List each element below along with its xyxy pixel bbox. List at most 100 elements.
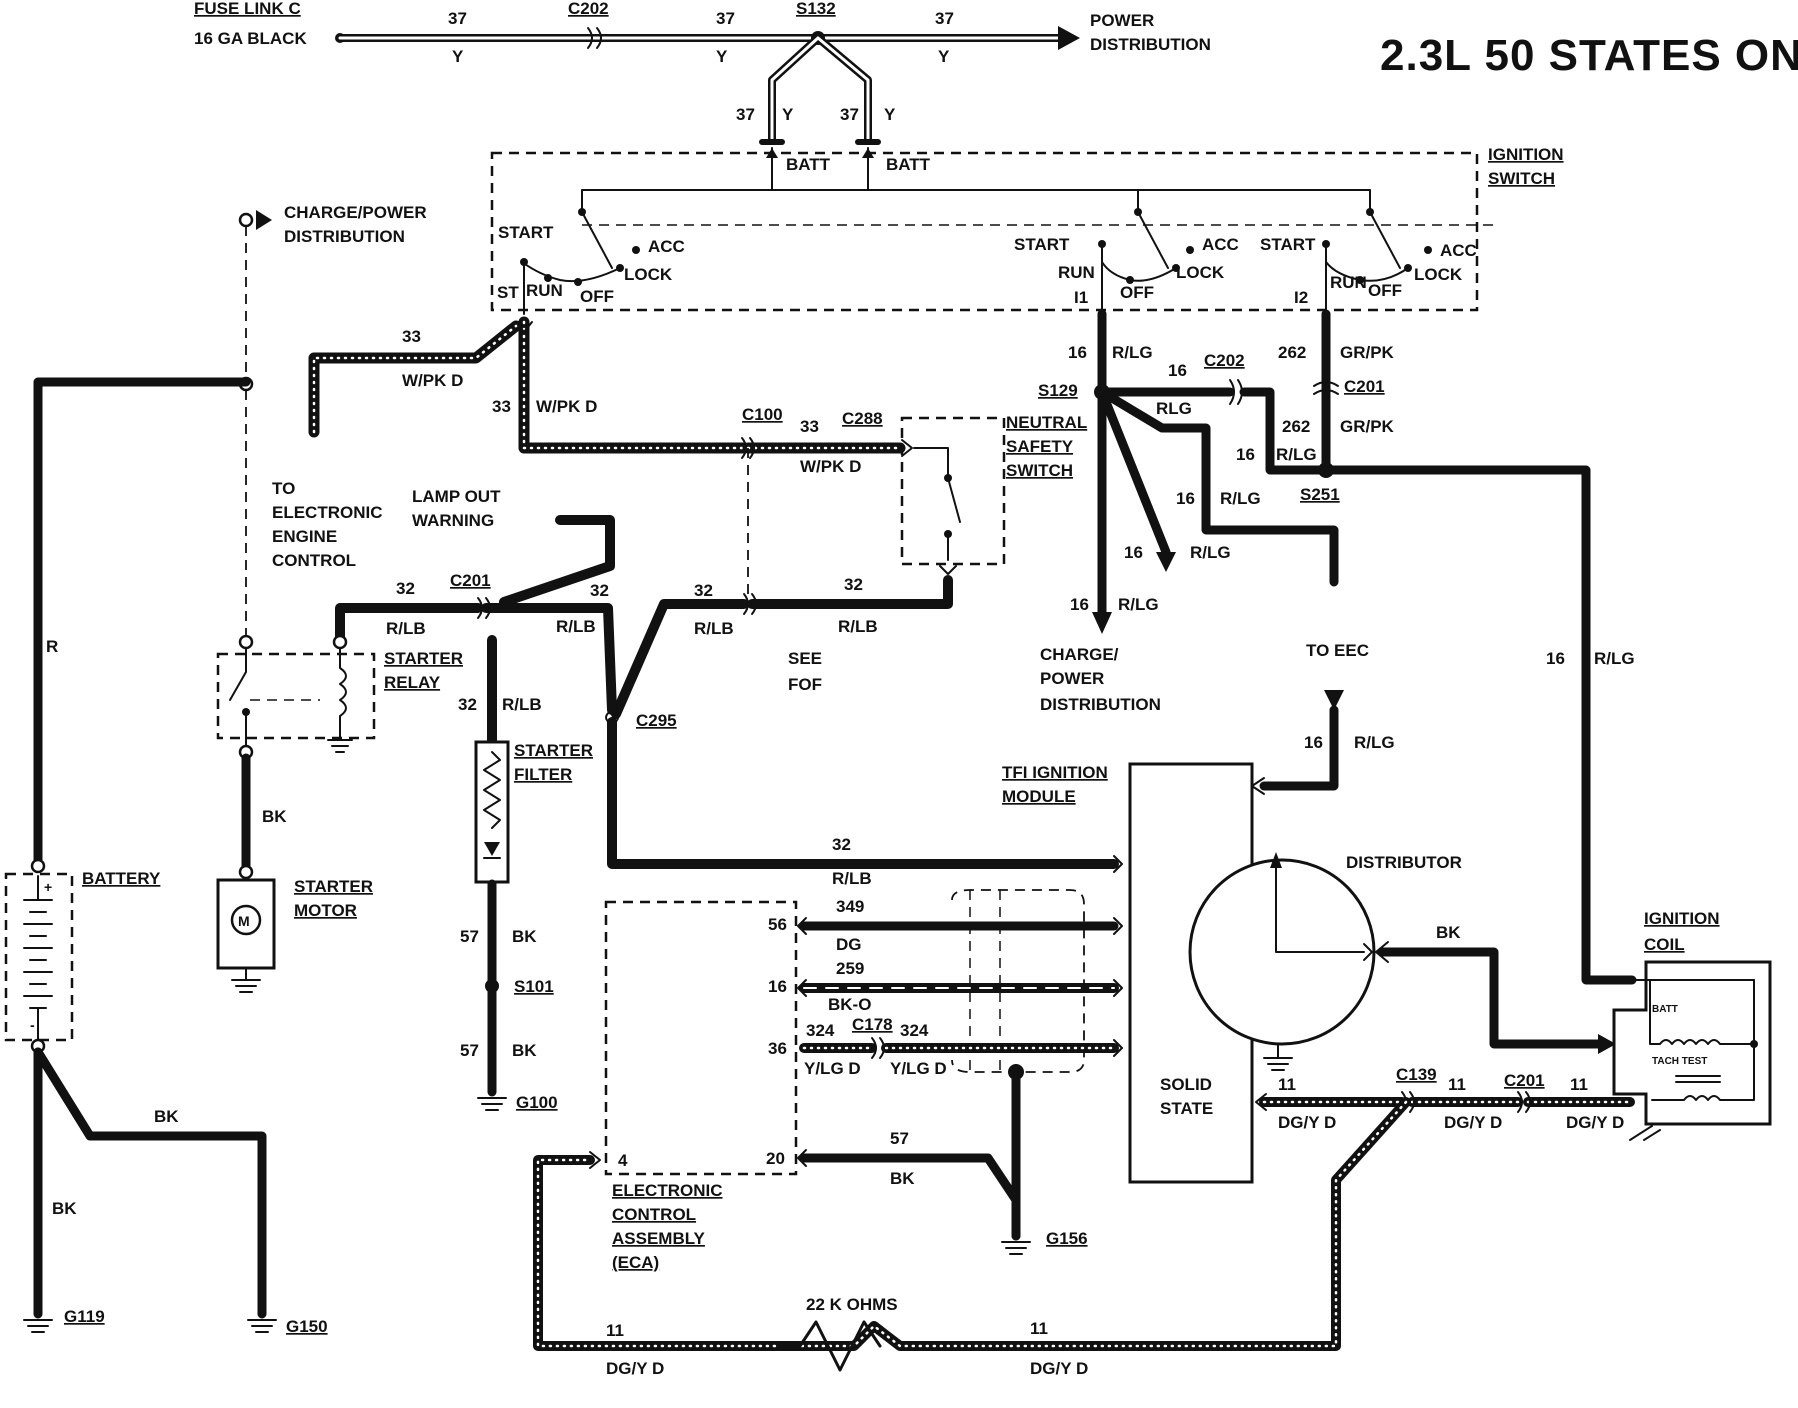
svg-text:CHARGE/: CHARGE/ [1040,645,1119,664]
svg-text:OFF: OFF [580,287,614,306]
svg-text:R/LB: R/LB [694,619,734,638]
batt-label-2: BATT [886,155,931,174]
svg-text:32: 32 [590,581,609,600]
svg-text:16: 16 [1124,543,1143,562]
connector-c202-top: C202 [568,0,609,18]
connector-c139: C139 [1396,1065,1437,1084]
svg-text:R/LG: R/LG [1276,445,1317,464]
wire-11-lower [533,1097,1411,1351]
svg-text:GR/PK: GR/PK [1340,343,1395,362]
svg-text:36: 36 [768,1039,787,1058]
starter-motor: M STARTER MOTOR [216,877,373,993]
svg-text:RUN: RUN [526,281,563,300]
connector-c201-lower: C201 [1504,1071,1545,1090]
svg-text:+: + [44,879,52,895]
wire-37-num-1: 37 [448,9,467,28]
svg-text:324: 324 [900,1021,929,1040]
svg-text:56: 56 [768,915,787,934]
wire-37-num-2: 37 [716,9,735,28]
svg-text:DISTRIBUTION: DISTRIBUTION [1040,695,1161,714]
wire-37-branches [768,34,872,144]
circuit-11: 11 DG/Y D C139 11 DG/Y D C201 11 DG/Y D … [533,1065,1635,1378]
svg-text:POWER: POWER [1040,669,1104,688]
ignition-coil: IGNITION COIL BATT TACH TEST [1612,909,1772,1141]
svg-text:324: 324 [806,1021,835,1040]
connector-c100: C100 [742,405,783,424]
svg-text:RUN: RUN [1058,263,1095,282]
svg-text:IGNITION: IGNITION [1644,909,1720,928]
svg-text:W/PK D: W/PK D [536,397,597,416]
ignition-coil-box [1612,960,1772,1126]
svg-text:BK: BK [512,927,537,946]
svg-text:STARTER: STARTER [384,649,463,668]
circuit-16-rlg: 16 R/LG S129 16 R/LG 16 R/LG 16 R/LG 16 … [788,309,1637,985]
svg-text:32: 32 [396,579,415,598]
svg-text:ACC: ACC [648,237,685,256]
ignition-switch: IGNITION SWITCH BATT BATT START ACC LOCK… [490,145,1564,315]
svg-text:DG/Y D: DG/Y D [1278,1113,1336,1132]
ignition-switch-outline [490,151,1479,312]
svg-text:16: 16 [1546,649,1565,668]
power-distribution-label-1: POWER [1090,11,1154,30]
nss-outline [900,416,1006,566]
svg-text:R/LB: R/LB [502,695,542,714]
svg-text:R/LB: R/LB [832,869,872,888]
svg-text:Y/LG D: Y/LG D [804,1059,861,1078]
svg-text:START: START [498,223,554,242]
power-distribution-label-2: DISTRIBUTION [1090,35,1211,54]
electronic-control-assembly: 56 16 36 4 20 ELECTRONIC CONTROL ASSEMBL… [604,889,1123,1272]
svg-text:BK: BK [890,1169,915,1188]
svg-text:32: 32 [832,835,851,854]
svg-text:R/LG: R/LG [1190,543,1231,562]
circuit-37-feed: FUSE LINK C 16 GA BLACK POWER DISTRIBUTI… [194,0,1211,145]
svg-text:R/LB: R/LB [556,617,596,636]
svg-text:ELECTRONIC: ELECTRONIC [272,503,383,522]
svg-text:16: 16 [1068,343,1087,362]
terminal-i1: I1 [1074,288,1088,307]
connector-c201-left: C201 [450,571,491,590]
svg-text:W/PK D: W/PK D [800,457,861,476]
svg-text:32: 32 [694,581,713,600]
svg-text:4: 4 [618,1151,628,1170]
svg-text:11: 11 [1448,1075,1466,1094]
connector-c295: C295 [636,711,677,730]
svg-text:OFF: OFF [1120,283,1154,302]
svg-text:11: 11 [606,1321,624,1340]
svg-text:TO EEC: TO EEC [1306,641,1369,660]
svg-text:DG/Y D: DG/Y D [1444,1113,1502,1132]
c202-symbol [587,27,602,49]
wire-32-relay [335,603,483,645]
svg-text:RLG: RLG [1156,399,1192,418]
terminal-i2: I2 [1294,288,1308,307]
ground-g156: G156 [1046,1229,1088,1248]
svg-text:(ECA): (ECA) [612,1253,659,1272]
diagram-title: 2.3L 50 STATES ONLY [1380,31,1798,80]
svg-text:BK: BK [1436,923,1461,942]
svg-text:DISTRIBUTION: DISTRIBUTION [284,227,405,246]
svg-text:LAMP OUT: LAMP OUT [412,487,501,506]
svg-text:SWITCH: SWITCH [1006,461,1073,480]
left-labels: CHARGE/POWER DISTRIBUTION TO ELECTRONIC … [238,203,501,636]
svg-text:START: START [1260,235,1316,254]
svg-text:Y/LG D: Y/LG D [890,1059,947,1078]
svg-text:SOLID: SOLID [1160,1075,1212,1094]
svg-text:R/LG: R/LG [1354,733,1395,752]
svg-text:BK: BK [154,1107,179,1126]
connector-c202-mid: C202 [1204,351,1245,370]
battery: R + - BATTERY BK BK G119 G150 [4,377,328,1336]
svg-text:R: R [46,637,58,656]
svg-text:57: 57 [460,927,479,946]
wire-32-nss [747,575,953,609]
svg-text:CHARGE/POWER: CHARGE/POWER [284,203,427,222]
splice-s251: S251 [1300,485,1340,504]
svg-text:R/LG: R/LG [1118,595,1159,614]
wire-bk-g150 [33,1047,267,1319]
ignition-switch-label-1: IGNITION [1488,145,1564,164]
svg-text:11: 11 [1570,1075,1588,1094]
svg-text:33: 33 [492,397,511,416]
svg-text:TACH TEST: TACH TEST [1652,1056,1707,1067]
svg-text:LOCK: LOCK [624,265,673,284]
svg-text:R/LB: R/LB [386,619,426,638]
svg-text:DG: DG [836,935,862,954]
wire-37-color-3: Y [938,47,950,66]
